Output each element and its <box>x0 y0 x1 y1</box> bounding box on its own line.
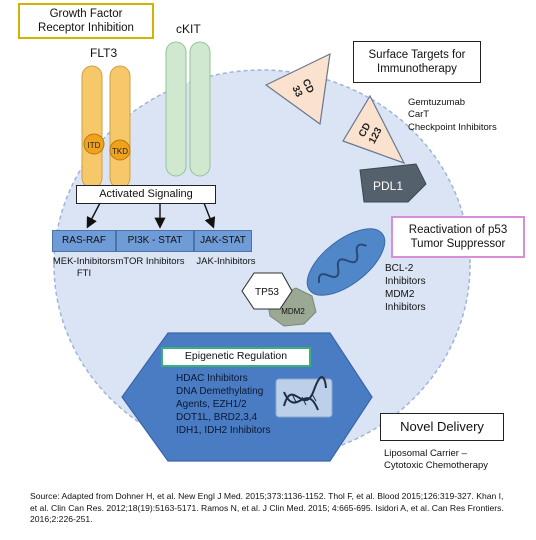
pdl1-label: PDL1 <box>373 179 403 193</box>
flt3-label: FLT3 <box>90 46 118 60</box>
pathway-jak-stat: JAK-STAT <box>194 230 252 252</box>
flt3-receptor <box>81 65 131 189</box>
itd-domain <box>83 133 105 155</box>
jak-inhibitors-label: JAK-Inhibitors <box>196 256 256 267</box>
itd-label: ITD <box>88 141 101 150</box>
cd33-label-line2: 33 <box>289 84 304 99</box>
pathway-pi3k-stat: PI3K - STAT <box>116 230 194 252</box>
growth-factor-title-box: Growth Factor Receptor Inhibition <box>18 3 154 39</box>
pdl1-shape <box>359 163 427 203</box>
mitochondria-icon <box>306 228 386 296</box>
ckit-receptor <box>165 41 211 177</box>
dna-icon <box>275 376 333 418</box>
tp53-label: TP53 <box>255 287 279 298</box>
novel-delivery-desc: Liposomal Carrier – Cytotoxic Chemothera… <box>384 448 489 472</box>
tkd-domain <box>109 139 131 161</box>
cd33-triangle <box>264 52 331 126</box>
signaling-arrows <box>86 202 216 229</box>
cd123-triangle <box>342 94 406 165</box>
surface-targets-box: Surface Targets for Immunotherapy <box>353 41 481 83</box>
tp53-shape <box>241 272 293 310</box>
activated-signaling-box: Activated Signaling <box>76 185 216 204</box>
source-citation: Source: Adapted from Dohner H, et al. Ne… <box>30 491 504 525</box>
epigenetic-drugs-list: HDAC Inhibitors DNA Demethylating Agents… <box>176 373 271 436</box>
p53-reactivation-box: Reactivation of p53 Tumor Suppressor <box>391 216 525 258</box>
mdm2-label: MDM2 <box>281 307 305 316</box>
tkd-label: TKD <box>112 147 128 156</box>
ckit-label: cKIT <box>176 22 201 36</box>
pathway-ras-raf: RAS-RAF <box>52 230 116 252</box>
novel-delivery-box: Novel Delivery <box>380 413 504 441</box>
immunotherapy-drugs-list: Gemtuzumab CarT Checkpoint Inhibitors <box>408 97 497 133</box>
bcl2-mdm2-inhibitors-list: BCL-2 Inhibitors MDM2 Inhibitors <box>385 263 426 313</box>
mtor-inhibitors-label: mTOR Inhibitors <box>115 256 185 267</box>
epigenetic-regulation-box: Epigenetic Regulation <box>161 347 311 367</box>
mek-inhibitors-label: MEK-Inhibitors FTI <box>52 256 116 280</box>
